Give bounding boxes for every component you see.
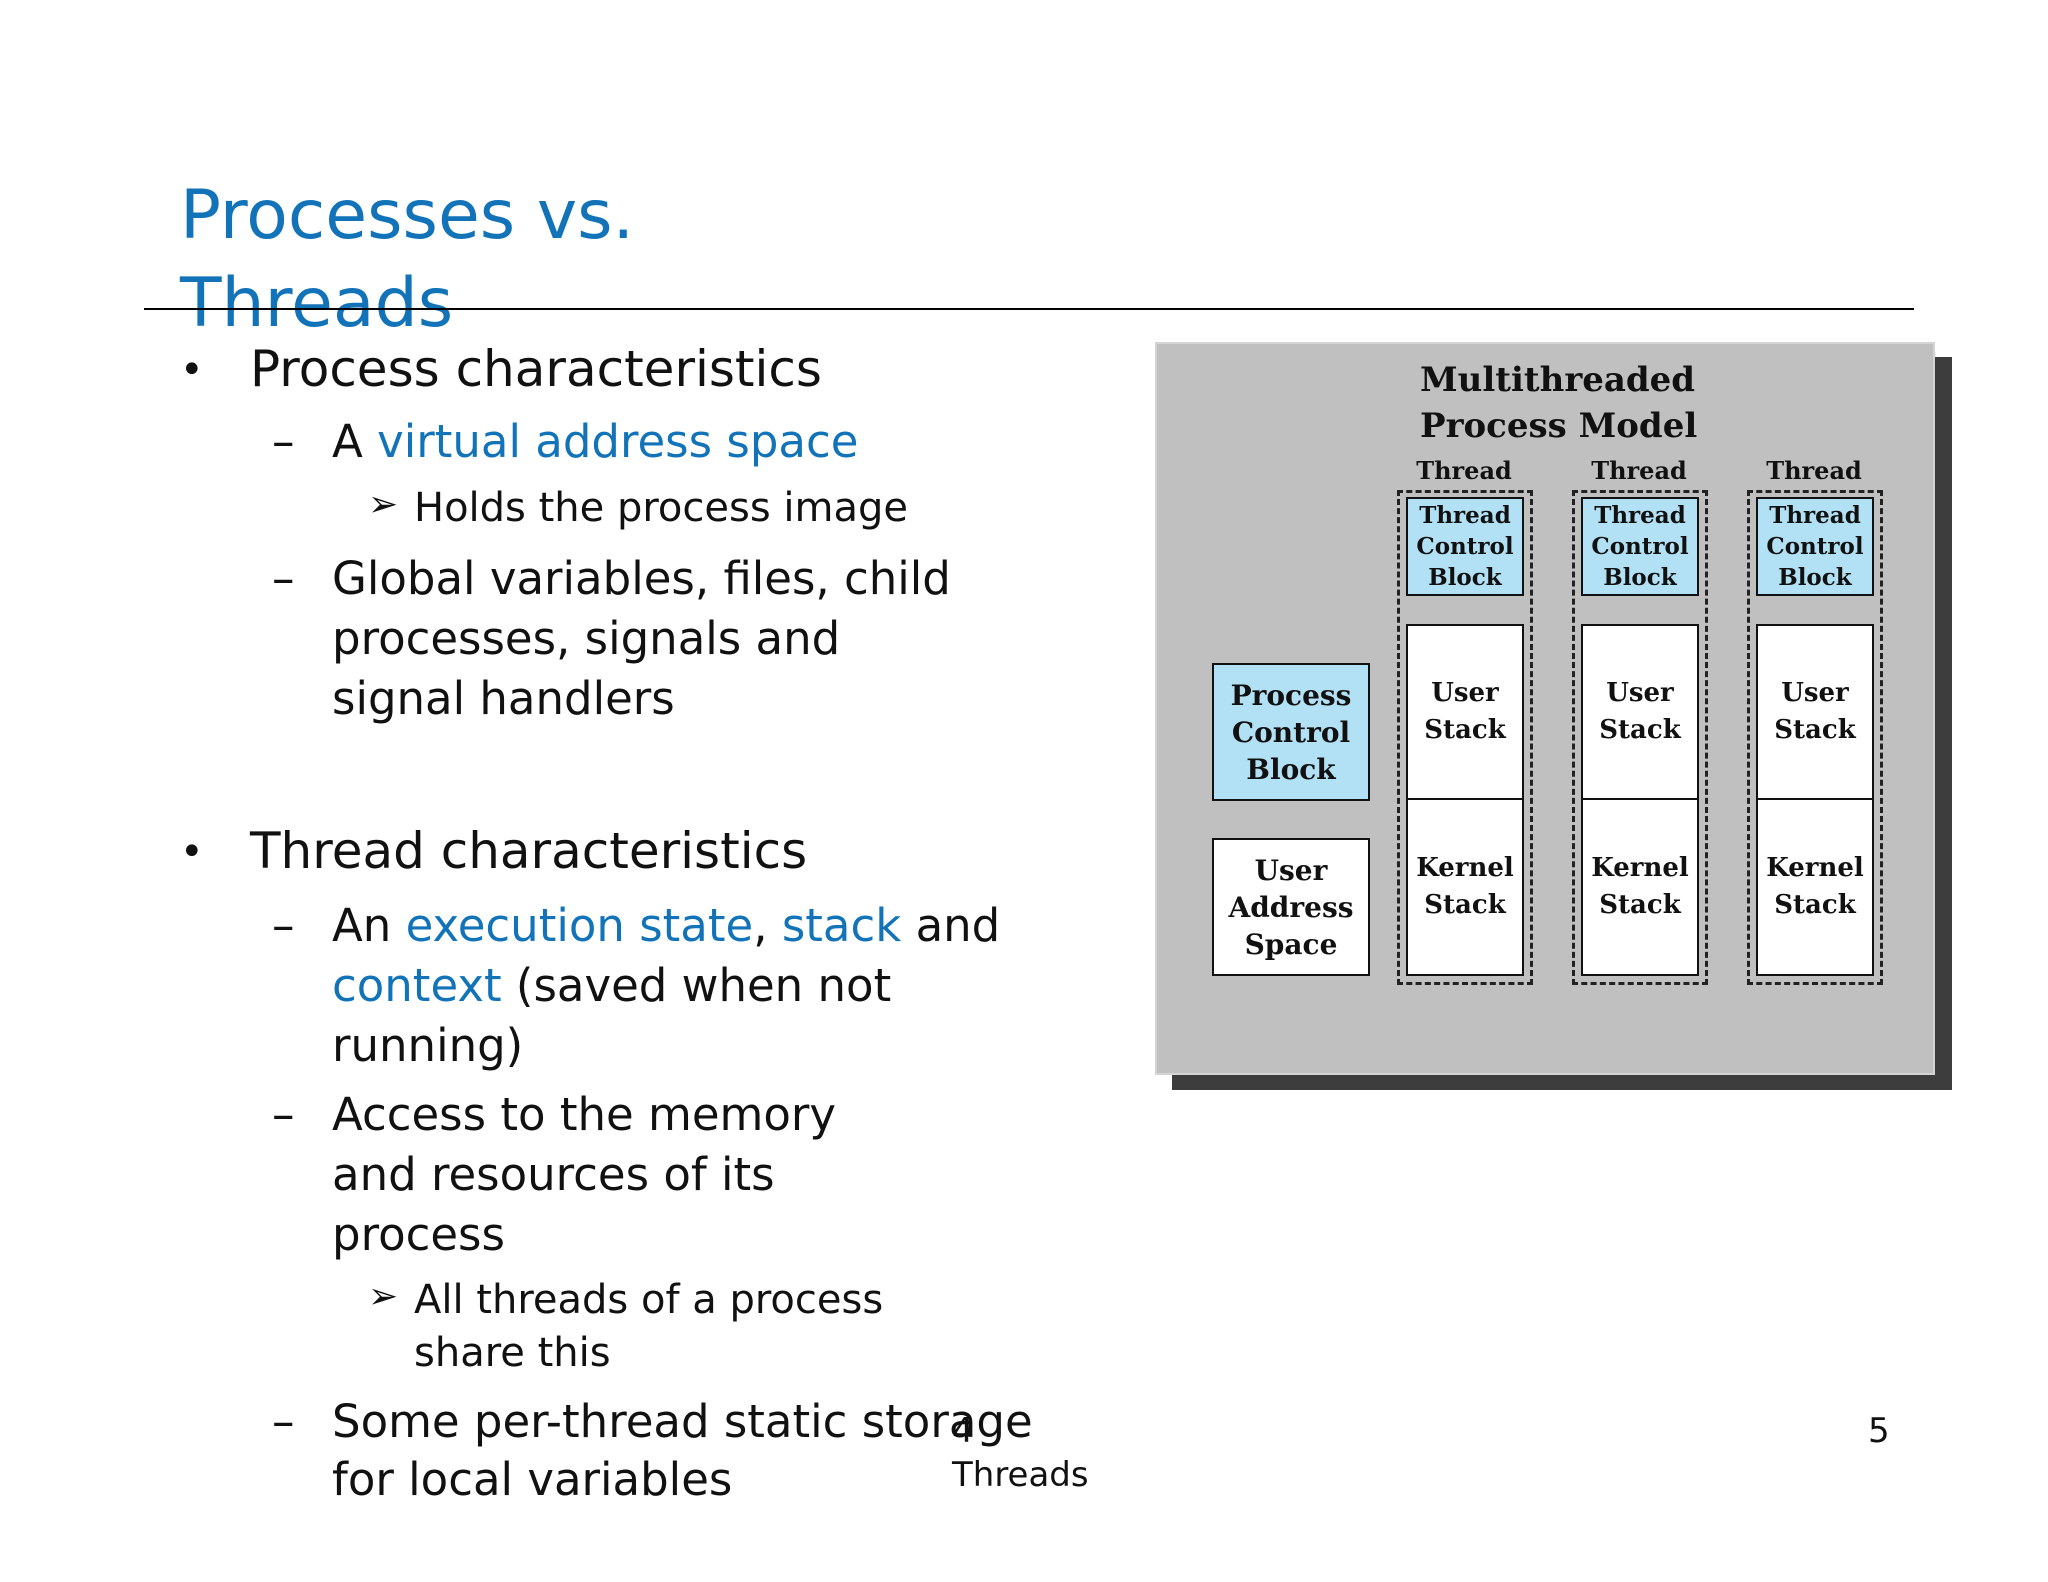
dash-marker: – (272, 1395, 295, 1448)
vas-term: virtual address space (377, 415, 859, 468)
figure-title-line-1: Multithreaded (1420, 360, 1696, 400)
exec-context-term: context (332, 959, 502, 1012)
dash-marker: – (272, 1088, 295, 1141)
vas-prefix: A (332, 415, 378, 468)
thread-control-block: Thread Control Block (1406, 497, 1524, 596)
process-heading: Process characteristics (250, 340, 822, 398)
kernel-stack: Kernel Stack (1756, 798, 1874, 976)
kernel-stack: Kernel Stack (1406, 798, 1524, 976)
exec-state-term: execution state (405, 899, 754, 952)
static-line-2: for local variables (332, 1453, 733, 1506)
title-divider (144, 308, 1914, 310)
footer-number: 4 (952, 1411, 974, 1451)
access-line-3: process (332, 1208, 505, 1261)
bullet-dot: • (180, 829, 204, 875)
footer-label: Threads (952, 1455, 1089, 1495)
exec-comma: , (753, 899, 782, 952)
user-stack: User Stack (1756, 624, 1874, 800)
user-address-space: User Address Space (1212, 838, 1370, 976)
holds-image-item: Holds the process image (414, 485, 908, 531)
global-line-3: signal handlers (332, 672, 675, 725)
exec-line-1: An execution state, stack and (332, 896, 1000, 956)
title-line-1: Processes vs. (180, 176, 635, 255)
thread-label: Thread (1591, 456, 1687, 485)
arrow-marker: ➢ (368, 484, 399, 525)
exec-line-2: context (saved when not (332, 956, 891, 1016)
figure-title-line-2: Process Model (1420, 406, 1698, 446)
access-line-2: and resources of its (332, 1148, 775, 1201)
dash-marker: – (272, 552, 295, 605)
thread-control-block: Thread Control Block (1581, 497, 1699, 596)
bullet-dot: • (180, 347, 204, 393)
thread-group (1747, 490, 1883, 985)
thread-group (1397, 490, 1533, 985)
thread-label: Thread (1416, 456, 1512, 485)
bullet-list: • Process characteristics – A virtual ad… (180, 340, 1033, 1506)
thread-control-block: Thread Control Block (1756, 497, 1874, 596)
global-line-1: Global variables, files, child (332, 552, 951, 605)
exec-saved: (saved when not (501, 959, 892, 1012)
dash-marker: – (272, 415, 295, 468)
arrow-marker: ➢ (368, 1276, 399, 1317)
slide-title: Processes vs. Threads (180, 172, 820, 348)
user-stack: User Stack (1581, 624, 1699, 800)
process-control-block: Process Control Block (1212, 663, 1370, 801)
exec-line-3: running) (332, 1019, 524, 1072)
exec-an: An (332, 899, 406, 952)
global-line-2: processes, signals and (332, 612, 841, 665)
dash-marker: – (272, 899, 295, 952)
page-number: 5 (1868, 1411, 1890, 1451)
access-line-1: Access to the memory (332, 1088, 837, 1141)
thread-label: Thread (1766, 456, 1862, 485)
thread-group (1572, 490, 1708, 985)
kernel-stack: Kernel Stack (1581, 798, 1699, 976)
vas-item: A virtual address space (332, 412, 858, 472)
thread-heading: Thread characteristics (250, 822, 808, 880)
share-line-1: All threads of a process (414, 1277, 884, 1323)
title-line-2: Threads (180, 264, 454, 343)
share-line-2: share this (414, 1330, 611, 1376)
static-line-1: Some per-thread static storage (332, 1395, 1033, 1448)
user-stack: User Stack (1406, 624, 1524, 800)
exec-stack-term: stack (781, 899, 902, 952)
exec-and: and (901, 899, 1001, 952)
